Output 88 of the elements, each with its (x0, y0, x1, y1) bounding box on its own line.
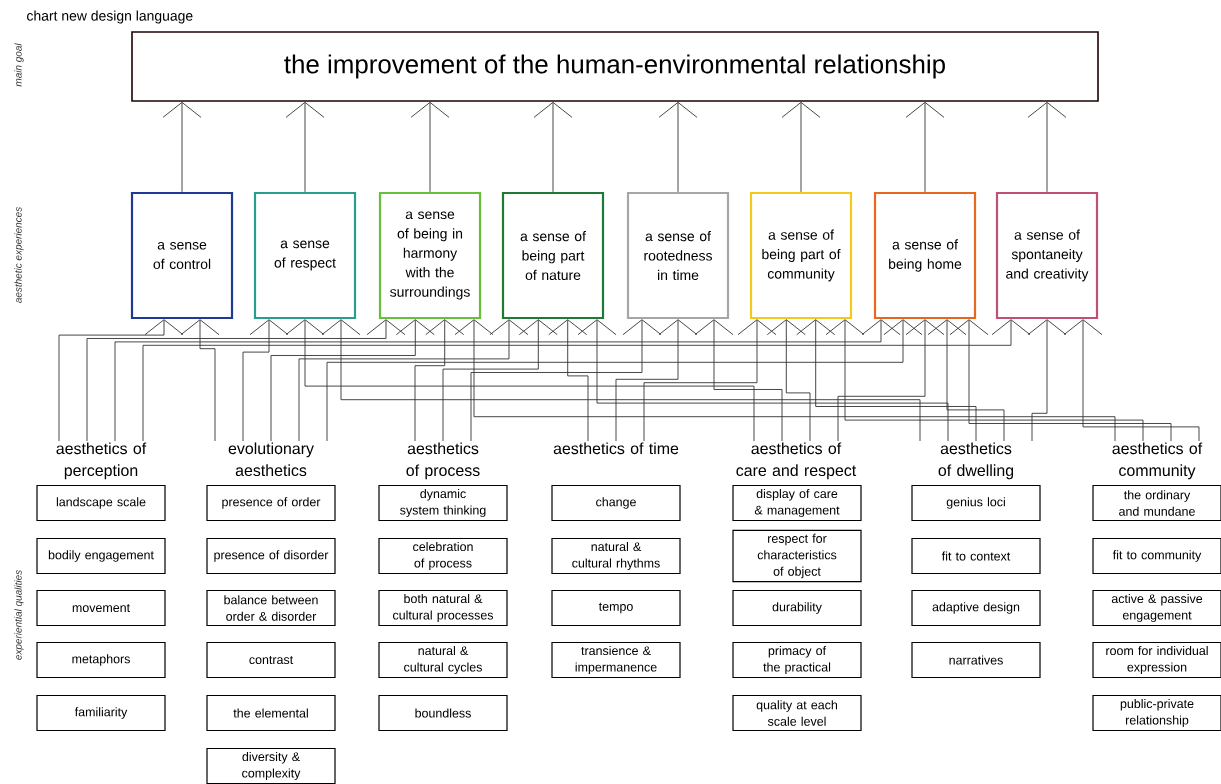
arrow (270, 319, 435, 442)
arrow (1027, 101, 1067, 193)
category-heading: evolutionary aesthetics (228, 442, 314, 477)
arrow (442, 319, 558, 442)
arrow (548, 319, 589, 442)
quality-box: familiarity (36, 694, 166, 732)
quality-box: public-private relationship (1092, 694, 1221, 732)
quality-box: natural & cultural cycles (378, 641, 508, 679)
quality-box: boundless (378, 694, 508, 732)
quality-box: movement (36, 589, 166, 627)
quality-box: bodily engagement (36, 537, 166, 575)
category-heading: aesthetics of dwelling (938, 442, 1014, 480)
arrow (905, 101, 945, 193)
experience-box: a sense of control (130, 191, 234, 320)
quality-box: durability (732, 589, 862, 627)
quality-box: celebration of process (378, 537, 508, 575)
arrow (927, 319, 1005, 442)
quality-box: the ordinary and mundane (1092, 484, 1221, 522)
quality-box: primacy of the practical (732, 641, 862, 679)
arrow (162, 101, 202, 193)
arrow (242, 319, 289, 442)
experience-box: a sense of spontaneity and creativity (995, 191, 1099, 320)
category-heading: aesthetics of community (1112, 442, 1203, 480)
axis-label: aesthetic experiences (14, 207, 24, 303)
goal-box: the improvement of the human-environmental relationship (131, 31, 1099, 102)
title: chart new design language (27, 10, 193, 24)
quality-box: active & passive engagement (1092, 589, 1221, 627)
quality-box: metaphors (36, 641, 166, 679)
arrow (298, 319, 529, 442)
quality-box: natural & cultural rhythms (551, 537, 681, 575)
arrow (1027, 319, 1067, 442)
quality-box: adaptive design (911, 589, 1041, 627)
quality-box: display of care & management (732, 484, 862, 522)
experience-box: a sense of being part of community (749, 191, 853, 320)
axis-label: main goal (14, 43, 24, 87)
arrow (949, 319, 1172, 442)
arrow (658, 101, 698, 193)
arrow (825, 319, 1144, 442)
quality-box: diversity & complexity (206, 747, 336, 784)
arrow (781, 101, 821, 193)
arrow (285, 319, 755, 442)
quality-box: transience & impermanence (551, 641, 681, 679)
quality-box: balance between order & disorder (206, 589, 336, 627)
arrow (694, 319, 783, 442)
category-heading: aesthetics of time (553, 442, 679, 455)
arrow (414, 319, 465, 442)
quality-box: tempo (551, 589, 681, 627)
quality-box: dynamic system thinking (378, 484, 508, 522)
quality-box: genius loci (911, 484, 1041, 522)
arrow (837, 319, 945, 442)
quality-box: narratives (911, 641, 1041, 679)
quality-box: both natural & cultural processes (378, 589, 508, 627)
category-heading: aesthetics of process (406, 442, 480, 480)
arrow (410, 101, 450, 193)
experience-box: a sense of being in harmony with the surroundings (378, 191, 482, 320)
category-heading: aesthetics of perception (56, 442, 147, 480)
quality-box: fit to context (911, 537, 1041, 575)
arrow (180, 319, 220, 442)
arrow (114, 319, 901, 442)
experience-box: a sense of respect (253, 191, 357, 320)
quality-box: landscape scale (36, 484, 166, 522)
quality-box: presence of order (206, 484, 336, 522)
arrow (533, 101, 573, 193)
category-heading: aesthetics of care and respect (736, 442, 857, 480)
arrow (615, 319, 698, 442)
arrow (1063, 319, 1200, 442)
arrow (285, 101, 325, 193)
arrow (454, 319, 1116, 442)
experience-box: a sense of being home (873, 191, 977, 320)
experience-box: a sense of rootedness in time (626, 191, 730, 320)
arrow (577, 319, 949, 442)
arrow (470, 319, 662, 442)
axis-label: experiential qualities (14, 570, 24, 660)
quality-box: respect for characteristics of object (732, 529, 862, 583)
quality-box: change (551, 484, 681, 522)
arrow (766, 319, 811, 442)
experience-box: a sense of being part of nature (501, 191, 605, 320)
quality-box: presence of disorder (206, 537, 336, 575)
arrow (142, 319, 1031, 442)
arrow (58, 319, 184, 442)
quality-box: the elemental (206, 694, 336, 732)
arrow (643, 319, 777, 442)
quality-box: fit to community (1092, 537, 1221, 575)
arrow (86, 319, 406, 442)
quality-box: quality at each scale level (732, 694, 862, 732)
quality-box: room for individual expression (1092, 641, 1221, 679)
arrow (796, 319, 977, 442)
quality-box: contrast (206, 641, 336, 679)
